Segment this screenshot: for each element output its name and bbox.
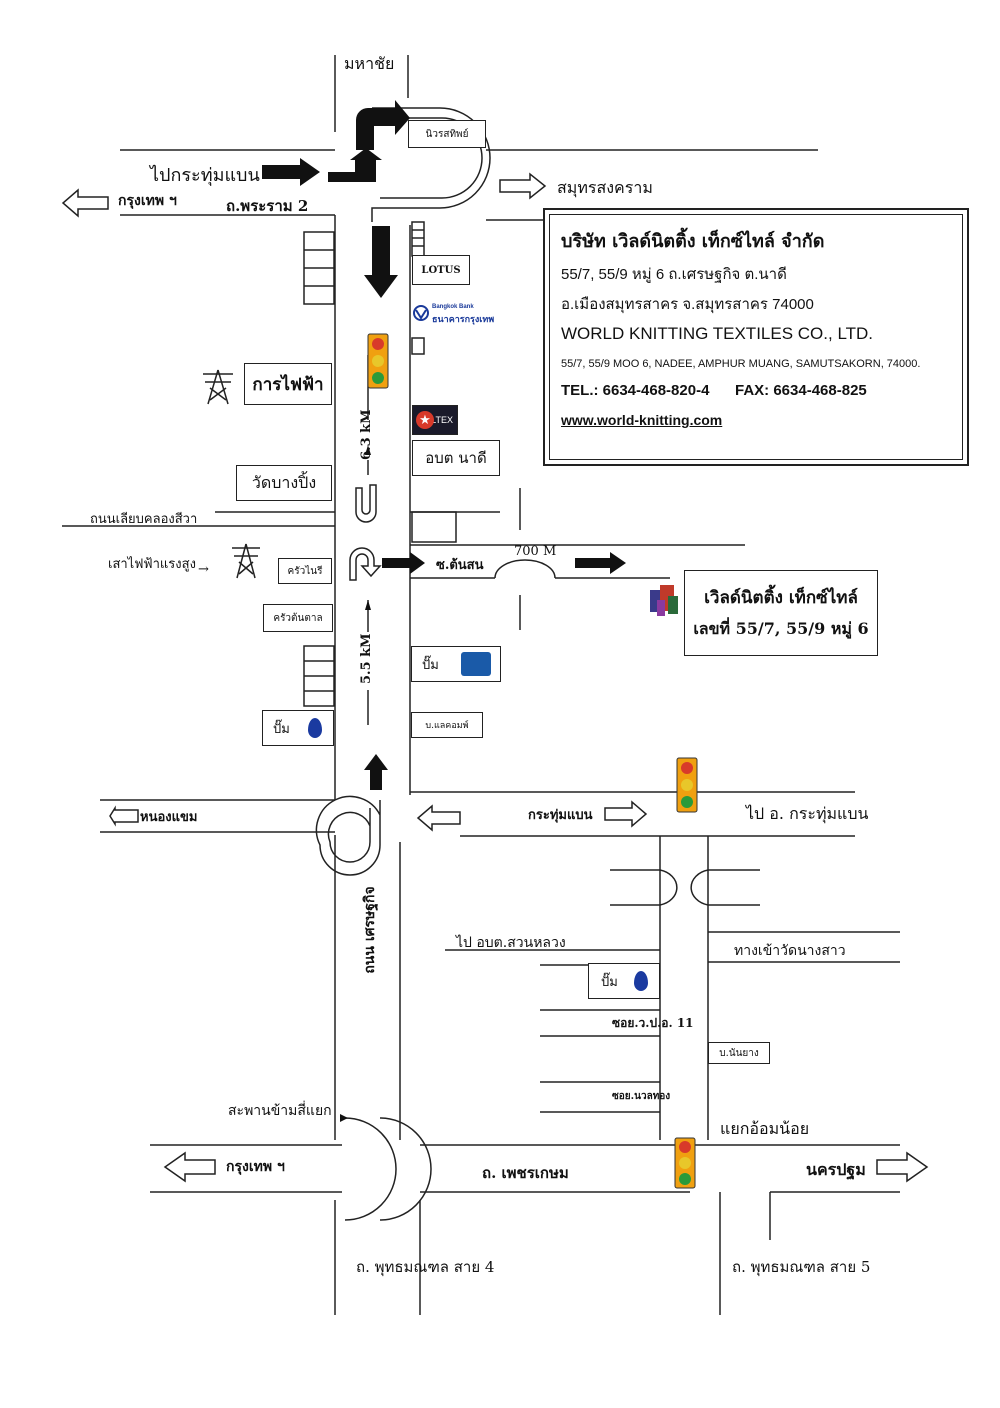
label-nakhon-pathom: นครปฐม	[806, 1160, 866, 1179]
label-dist-700: 700 M	[514, 544, 557, 559]
box-obt-nadi: อบต นาดี	[412, 440, 500, 476]
label-to-obt-suanluang: ไป อบต.สวนหลวง	[456, 935, 566, 951]
ptt-lower-logo-icon	[633, 971, 648, 991]
company-name-th: บริษัท เวิลด์นิตติ้ง เท็กซ์ไทล์ จำกัด	[561, 231, 825, 252]
label-to-amphoe-krathumbaen: ไป อ. กระทุ่มแบน	[746, 804, 869, 823]
company-website[interactable]: www.world-knitting.com	[561, 412, 723, 428]
pump-bangchak-label: ปั๊ม	[422, 657, 439, 673]
label-bridge: สะพานข้ามสี่แยก	[228, 1103, 332, 1119]
company-address-th-2: อ.เมืองสมุทรสาคร จ.สมุทรสาคร 74000	[561, 296, 814, 313]
label-samut-songkhram: สมุทรสงคราม	[557, 178, 653, 197]
company-tel: TEL.: 6634-468-820-4	[561, 382, 710, 399]
destination-number: เลขที่ 55/7, 55/9 หมู่ 6	[693, 619, 869, 638]
destination-name: เวิลด์นิตติ้ง เท็กซ์ไทล์	[704, 588, 858, 608]
label-wat-nangsao: ทางเข้าวัดนางสาว	[734, 943, 846, 959]
electricity-label: การไฟฟ้า	[252, 374, 324, 395]
label-soi-nualthong: ซอย.นวลทอง	[612, 1091, 671, 1102]
box-wat-bang-ping: วัดบางปิ้ง	[236, 465, 332, 501]
box-krua-tontan: ครัวต้นตาล	[263, 604, 333, 632]
label-rama2: ถ.พระราม 2	[226, 197, 309, 215]
label-nong-khaem: หนองแขม	[140, 810, 198, 825]
label-mahachai: มหาชัย	[344, 54, 395, 73]
niwasathip-label: นิวรสทิพย์	[425, 128, 469, 140]
label-bangkok-bank-th: ธนาคารกรุงเทพ	[432, 315, 495, 325]
label-phutthamonthon4: ถ. พุทธมณฑล สาย 4	[356, 1258, 495, 1276]
label-phutthamonthon5: ถ. พุทธมณฑล สาย 5	[732, 1258, 871, 1276]
caltex-label: CALTEX	[418, 415, 453, 425]
krua-nomi-label: ครัวไนรี	[287, 565, 323, 577]
label-phetkasem: ถ. เพชรเกษม	[482, 1164, 569, 1182]
obt-nadi-label: อบต นาดี	[425, 449, 487, 467]
box-pump-bangchak: ปั๊ม	[411, 646, 501, 682]
bor-lacom-label: บ.แลคอมพ์	[425, 721, 469, 731]
label-krathumbaen-mid: กระทุ่มแบน	[528, 808, 593, 823]
wat-bang-ping-label: วัดบางปิ้ง	[251, 472, 317, 492]
pump-ptt-left-label: ปั๊ม	[273, 721, 290, 737]
label-high-voltage: เสาไฟฟ้าแรงสูง	[108, 557, 196, 572]
box-niwasathip: นิวรสทิพย์	[408, 120, 486, 148]
label-om-noi: แยกอ้อมน้อย	[720, 1119, 810, 1138]
high-voltage-arrow-icon: →	[198, 562, 209, 577]
bor-nanyang-label: บ.นันยาง	[719, 1047, 759, 1059]
box-electricity: การไฟฟ้า	[244, 363, 332, 405]
label-bangkok-bank-en: Bangkok Bank	[432, 304, 474, 310]
krua-tontan-label: ครัวต้นตาล	[273, 612, 323, 624]
label-sethakit-road: ถนน เศรษฐกิจ	[362, 886, 378, 974]
company-info-box: บริษัท เวิลด์นิตติ้ง เท็กซ์ไทล์ จำกัด 55…	[543, 208, 969, 466]
lotus-label: LOTUS	[421, 264, 461, 276]
bangchak-logo-icon	[460, 652, 491, 676]
label-klong-siwa: ถนนเลียบคลองสีวา	[90, 512, 198, 527]
box-caltex: ★ CALTEX	[412, 405, 458, 435]
box-bor-nanyang: บ.นันยาง	[708, 1042, 770, 1064]
company-address-en: 55/7, 55/9 MOO 6, NADEE, AMPHUR MUANG, S…	[561, 358, 921, 370]
caltex-star-icon: ★	[416, 411, 434, 429]
box-destination: เวิลด์นิตติ้ง เท็กซ์ไทล์ เลขที่ 55/7, 55…	[684, 570, 878, 656]
box-lotus: LOTUS	[412, 255, 470, 285]
label-bangkok-bottom: กรุงเทพ ฯ	[226, 1159, 285, 1175]
label-to-krathumbaen: ไปกระทุ่มแบน	[150, 165, 260, 186]
box-krua-nomi: ครัวไนรี	[278, 558, 332, 584]
label-dist-6-3: 6.3 kM	[359, 409, 374, 460]
label-dist-5-5: 5.5 kM	[359, 633, 374, 684]
box-pump-ptt-lower: ปั๊ม	[588, 963, 660, 999]
box-pump-ptt-left: ปั๊ม	[262, 710, 334, 746]
ptt-logo-icon	[307, 718, 322, 738]
box-bor-lacom: บ.แลคอมพ์	[411, 712, 483, 738]
label-soi-tonson: ซ.ต้นสน	[436, 558, 484, 573]
label-soi-11: ซอย.ว.ป.อ. 11	[612, 1016, 694, 1030]
label-bangkok-top: กรุงเทพ ฯ	[118, 193, 177, 209]
company-address-th-1: 55/7, 55/9 หมู่ 6 ถ.เศรษฐกิจ ต.นาดี	[561, 266, 787, 283]
pump-ptt-lower-label: ปั๊ม	[601, 974, 618, 990]
company-fax: FAX: 6634-468-825	[735, 382, 867, 399]
company-name-en: WORLD KNITTING TEXTILES CO., LTD.	[561, 324, 874, 343]
